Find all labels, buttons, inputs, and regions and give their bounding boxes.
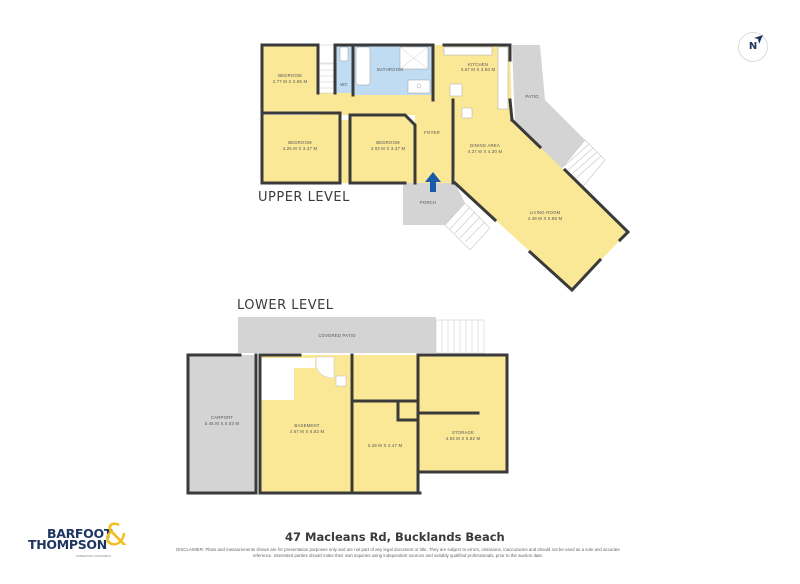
room-name: PORCH xyxy=(420,200,437,205)
upper-stairs xyxy=(317,63,335,94)
svg-text:DINING AREA: DINING AREA xyxy=(470,143,500,148)
foyer-area xyxy=(415,100,453,183)
svg-text:BATHROOM: BATHROOM xyxy=(377,67,403,72)
room-dims: 3.67 M X 3.50 M xyxy=(461,67,496,72)
closet-area xyxy=(340,120,350,183)
porch-stairs xyxy=(444,202,491,251)
brand-line-2: THOMPSON xyxy=(28,537,107,552)
kitchen-dining-living-area xyxy=(433,45,628,290)
room-name: WC xyxy=(340,82,348,87)
svg-text:5.45 M X 6.03 M: 5.45 M X 6.03 M xyxy=(205,421,240,426)
wc-area xyxy=(335,45,353,93)
room-329-area xyxy=(353,401,418,493)
brand-logo: BARFOOT THOMPSON & CONNECTING YOUR WORLD xyxy=(28,521,148,565)
room-name: CARPORT xyxy=(211,415,234,420)
bedroom-1-area xyxy=(262,45,318,113)
room-name: BATHROOM xyxy=(377,67,403,72)
svg-text:LIVING ROOM: LIVING ROOM xyxy=(530,210,561,215)
room-name: BASEMENT xyxy=(294,423,319,428)
room-dims: 4.67 M X 6.83 M xyxy=(290,429,325,434)
room-dims: 4.63 M X 5.82 M xyxy=(446,436,481,441)
disclaimer-text: DISCLAIMER: Plans and measurements shown… xyxy=(176,547,620,558)
lower-stairs xyxy=(315,356,335,379)
svg-text:KITCHEN: KITCHEN xyxy=(468,62,488,67)
svg-text:BEDROOM: BEDROOM xyxy=(376,140,400,145)
covered-patio-area xyxy=(238,317,436,353)
svg-text:3.67 M X 3.50 M: 3.67 M X 3.50 M xyxy=(461,67,496,72)
kitchen-cabinets xyxy=(443,46,509,119)
bedroom-2-area xyxy=(262,115,340,183)
upper-level-title: UPPER LEVEL xyxy=(258,190,350,205)
bedroom-3-area xyxy=(350,115,415,183)
svg-text:4.63 M X 5.82 M: 4.63 M X 5.82 M xyxy=(446,436,481,441)
room-dims: 3.29 M X 4.47 M xyxy=(368,443,403,448)
lower-level-title: LOWER LEVEL xyxy=(237,298,334,313)
svg-text:4.67 M X 6.83 M: 4.67 M X 6.83 M xyxy=(290,429,325,434)
svg-text:STORAGE: STORAGE xyxy=(452,430,474,435)
room-dims: 3.03 M X 3.37 M xyxy=(371,146,406,151)
svg-text:4.25 M X 3.37 M: 4.25 M X 3.37 M xyxy=(283,146,318,151)
svg-text:4.49 M X 5.88 M: 4.49 M X 5.88 M xyxy=(528,216,563,221)
bathtub xyxy=(355,46,371,86)
lower-patio-stairs xyxy=(435,319,485,354)
upper-level-plan: BEDROOM 2.77 M X 3.86 M BATHROOM WC KITC… xyxy=(260,43,631,293)
lower-level-plan: COVERED PATIO CARPORT 5.45 M X 6.03 M BA… xyxy=(186,317,509,495)
brand-tagline: CONNECTING YOUR WORLD xyxy=(76,555,111,558)
room-name: BEDROOM xyxy=(376,140,400,145)
svg-text:FOYER: FOYER xyxy=(424,130,440,135)
svg-text:PATIO: PATIO xyxy=(525,94,539,99)
svg-text:BEDROOM: BEDROOM xyxy=(288,140,312,145)
carport-area xyxy=(188,355,256,493)
compass-label: N xyxy=(748,41,758,52)
room-name: FOYER xyxy=(424,130,440,135)
property-address: 47 Macleans Rd, Bucklands Beach xyxy=(285,530,505,544)
svg-text:3.03 M X 3.37 M: 3.03 M X 3.37 M xyxy=(371,146,406,151)
room-name: COVERED PATIO xyxy=(318,333,356,338)
upper-walls xyxy=(260,43,631,293)
svg-text:3.29 M X 4.47 M: 3.29 M X 4.47 M xyxy=(368,443,403,448)
svg-text:WC: WC xyxy=(340,82,348,87)
north-arrow-icon xyxy=(754,35,763,44)
room-name: DINING AREA xyxy=(470,143,500,148)
brand-ampersand: & xyxy=(104,518,128,553)
room-name: LIVING ROOM xyxy=(530,210,561,215)
svg-text:BEDROOM: BEDROOM xyxy=(278,73,302,78)
svg-text:BASEMENT: BASEMENT xyxy=(294,423,319,428)
room-dims: 4.49 M X 5.88 M xyxy=(528,216,563,221)
utility-room-area xyxy=(353,355,418,401)
brand-line-1: BARFOOT xyxy=(47,526,113,541)
svg-text:CARPORT: CARPORT xyxy=(211,415,234,420)
room-name: BEDROOM xyxy=(278,73,302,78)
room-dims: 2.77 M X 3.86 M xyxy=(273,79,308,84)
svg-text:COVERED PATIO: COVERED PATIO xyxy=(318,333,356,338)
svg-text:PORCH: PORCH xyxy=(420,200,437,205)
svg-text:4.27 M X 4.30 M: 4.27 M X 4.30 M xyxy=(468,149,503,154)
room-dims: 4.25 M X 3.37 M xyxy=(283,146,318,151)
room-name: BEDROOM xyxy=(288,140,312,145)
lower-walls xyxy=(186,353,509,495)
entrance-arrow-icon xyxy=(425,172,441,192)
compass: N xyxy=(738,32,768,62)
porch-area xyxy=(403,183,465,225)
room-dims: 5.45 M X 6.03 M xyxy=(205,421,240,426)
room-dims: 4.27 M X 4.30 M xyxy=(468,149,503,154)
toilet xyxy=(339,46,349,62)
vanity xyxy=(407,79,431,94)
room-name: PATIO xyxy=(525,94,539,99)
room-name: KITCHEN xyxy=(468,62,488,67)
room-name: STORAGE xyxy=(452,430,474,435)
svg-text:2.77 M X 3.86 M: 2.77 M X 3.86 M xyxy=(273,79,308,84)
